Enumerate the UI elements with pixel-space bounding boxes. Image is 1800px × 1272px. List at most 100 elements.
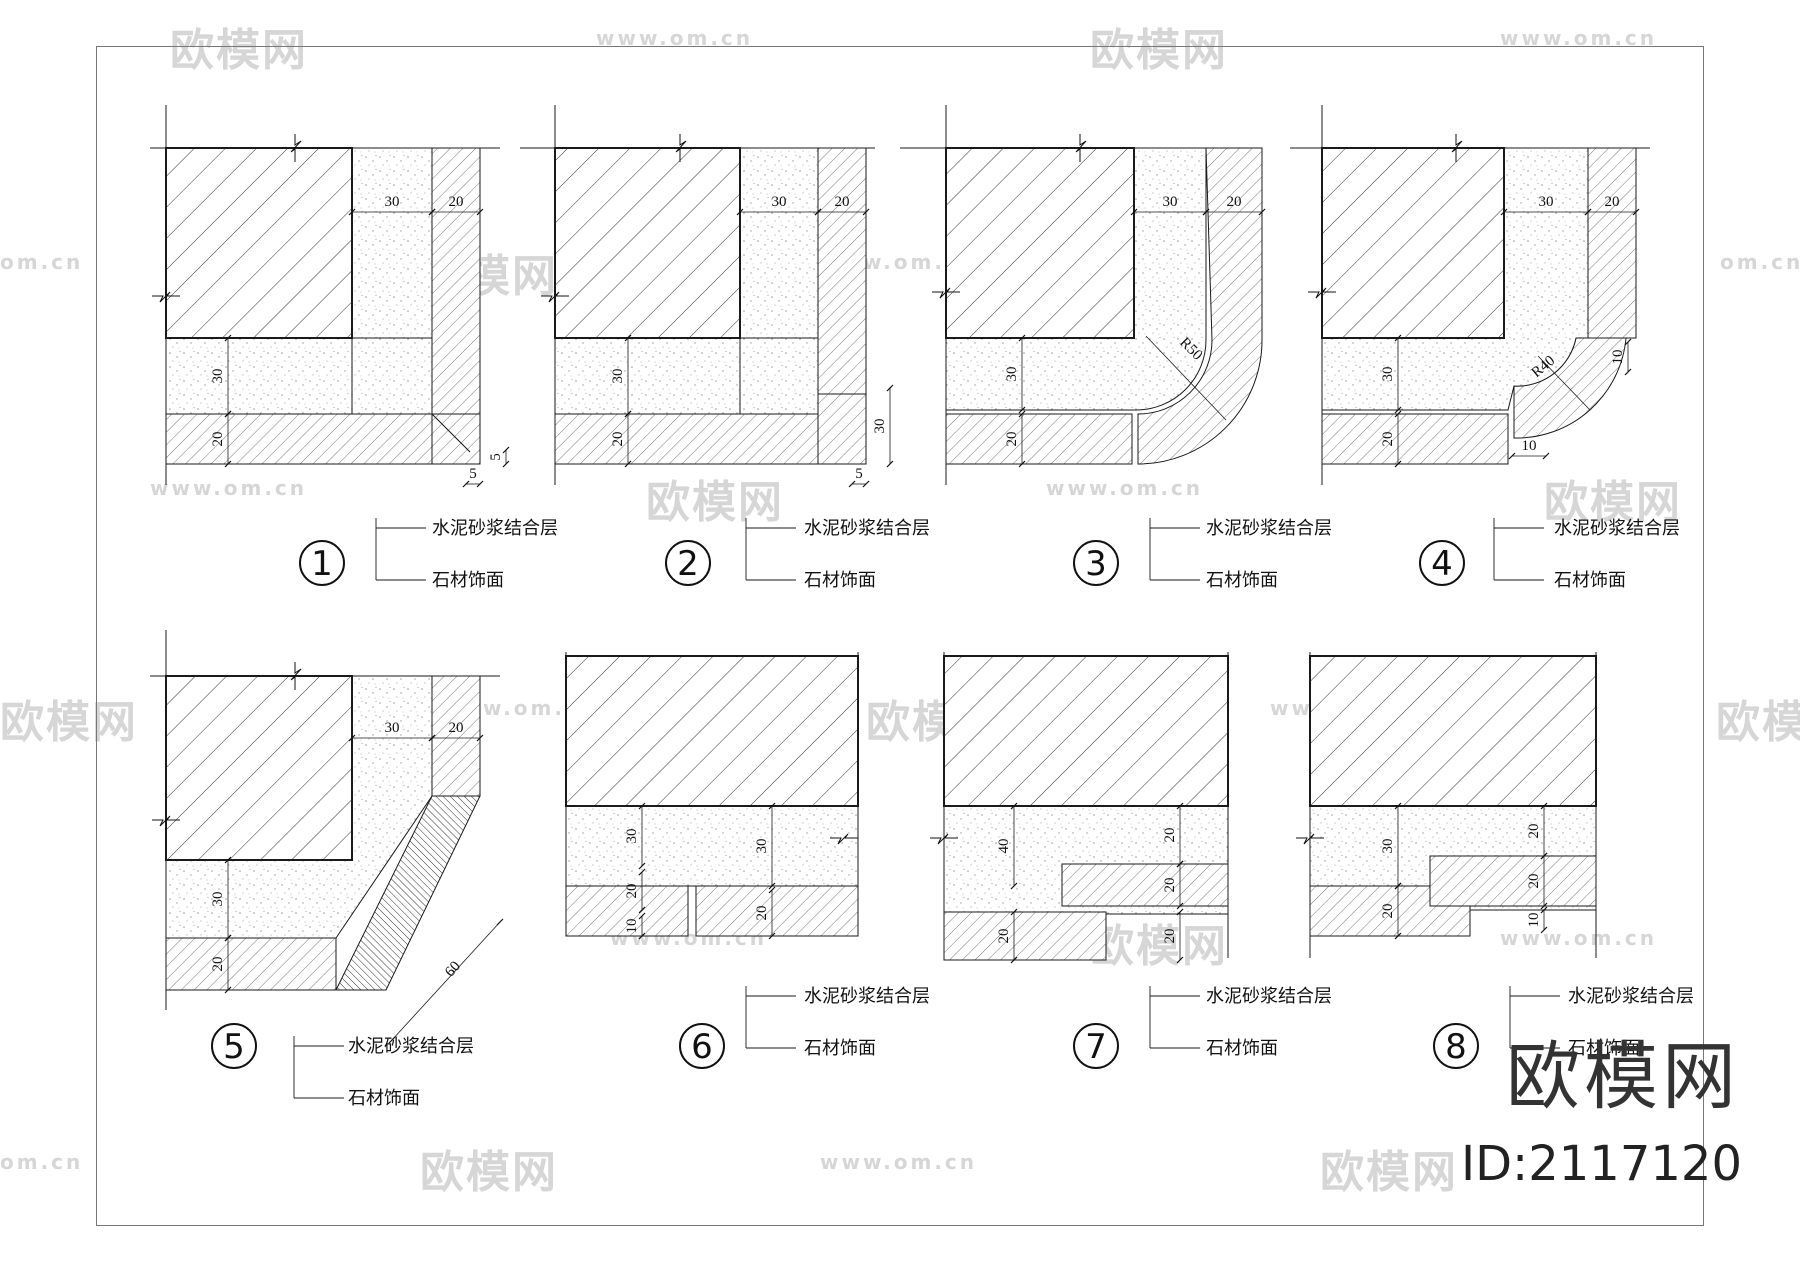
stone-slab-lower [1429, 855, 1597, 907]
dimension-tick [768, 932, 776, 940]
dimension-tick [224, 334, 232, 342]
dimension-label: 30 [624, 829, 640, 844]
dimension-tick [1176, 956, 1184, 964]
dimension-label: 30 [1163, 194, 1178, 210]
label-mortar-layer: 水泥砂浆结合层 [1554, 518, 1680, 539]
break-line [1308, 287, 1336, 299]
stone-slab-upper [565, 885, 689, 937]
dimension-tick [1500, 208, 1508, 216]
dimension-tick [886, 384, 894, 392]
stone-slab-upper [1061, 863, 1229, 907]
dimension-tick [476, 208, 484, 216]
label-mortar-layer: 水泥砂浆结合层 [1206, 518, 1332, 539]
dimension-label: 30 [610, 369, 626, 384]
dimension-tick [1624, 338, 1632, 346]
dimension-tick [1010, 956, 1018, 964]
dimension-tick [1176, 908, 1184, 916]
dimension-tick [1176, 802, 1184, 810]
break-line [152, 291, 180, 303]
dimension-tick [1540, 906, 1548, 914]
structural-wall [165, 675, 353, 861]
dimension-tick [476, 480, 484, 488]
radius-line [1537, 355, 1591, 411]
dimension-tick [1394, 410, 1402, 418]
stone-curved-corner [1137, 147, 1263, 465]
break-line [930, 833, 958, 845]
stone-slab-horizontal [165, 413, 459, 465]
dimension-label: 40 [996, 839, 1012, 854]
dimension-label: 20 [1380, 904, 1396, 919]
dimension-tick [886, 460, 894, 468]
detail-number: 5 [223, 1027, 245, 1067]
dimension-tick [624, 334, 632, 342]
label-mortar-layer: 水泥砂浆结合层 [432, 518, 558, 539]
dimension-label: 10 [1522, 438, 1537, 454]
dimension-tick [496, 918, 504, 926]
dimension-tick [1394, 802, 1402, 810]
dimension-label: 20 [1526, 874, 1542, 889]
dimension-label: 5 [488, 453, 504, 461]
stone-slab-horizontal [1321, 413, 1509, 465]
dimension-label: 20 [624, 884, 640, 899]
structural-wall [1309, 655, 1597, 807]
break-line [152, 815, 180, 827]
break-line [675, 134, 687, 162]
dimension-tick [1540, 902, 1548, 910]
dimension-tick [1010, 882, 1018, 890]
dimension-label: 30 [872, 419, 888, 434]
detail-number: 3 [1085, 544, 1107, 584]
dimension-tick [502, 446, 510, 454]
break-line [541, 291, 569, 303]
dimension-tick [1018, 334, 1026, 342]
label-stone-finish: 石材饰面 [348, 1088, 420, 1109]
dimension-tick [1176, 902, 1184, 910]
miter-line [431, 413, 471, 453]
dimension-label: 20 [610, 432, 626, 447]
label-mortar-layer: 水泥砂浆结合层 [1206, 986, 1332, 1007]
stone-slab-horizontal [165, 937, 337, 991]
dimension-label: 30 [1539, 194, 1554, 210]
dimension-tick [638, 862, 646, 870]
dimension-tick [348, 734, 356, 742]
detail-number-circle [1433, 1023, 1479, 1069]
dimension-tick [624, 410, 632, 418]
dimension-label: 20 [210, 957, 226, 972]
dimension-label: 5 [469, 466, 477, 482]
detail-number-circle [665, 540, 711, 586]
dimension-tick [638, 932, 646, 940]
dimension-tick [224, 410, 232, 418]
dimension-tick [1542, 452, 1550, 460]
dimension-label: 20 [1605, 194, 1620, 210]
stone-slab-horizontal [554, 413, 854, 465]
dimension-tick [1394, 932, 1402, 940]
dimension-tick [768, 802, 776, 810]
drawing-frame [96, 46, 1704, 1226]
dimension-tick [502, 460, 510, 468]
dimension-tick [1010, 802, 1018, 810]
dimension-tick [462, 480, 470, 488]
dimension-tick [624, 460, 632, 468]
label-stone-finish: 石材饰面 [1206, 570, 1278, 591]
dimension-label: 10 [1610, 350, 1626, 365]
dimension-tick [848, 480, 856, 488]
dimension-label: 20 [996, 929, 1012, 944]
dimension-tick [638, 912, 646, 920]
break-line [290, 662, 302, 690]
dimension-tick [1508, 452, 1516, 460]
label-stone-finish: 石材饰面 [804, 570, 876, 591]
radius-line [1145, 335, 1227, 421]
dimension-tick [224, 934, 232, 942]
dimension-tick [1018, 460, 1026, 468]
dimension-tick [1202, 208, 1210, 216]
dimension-label: 10 [624, 919, 640, 934]
stone-slab-lower [943, 911, 1107, 961]
dimension-label: 20 [754, 906, 770, 921]
dimension-tick [768, 882, 776, 890]
detail-number: 4 [1431, 544, 1453, 584]
detail-number-circle [299, 540, 345, 586]
dimension-label: 20 [1162, 878, 1178, 893]
dimension-label: 5 [855, 466, 863, 482]
detail-number: 8 [1445, 1027, 1467, 1067]
dimension-tick [1018, 406, 1026, 414]
